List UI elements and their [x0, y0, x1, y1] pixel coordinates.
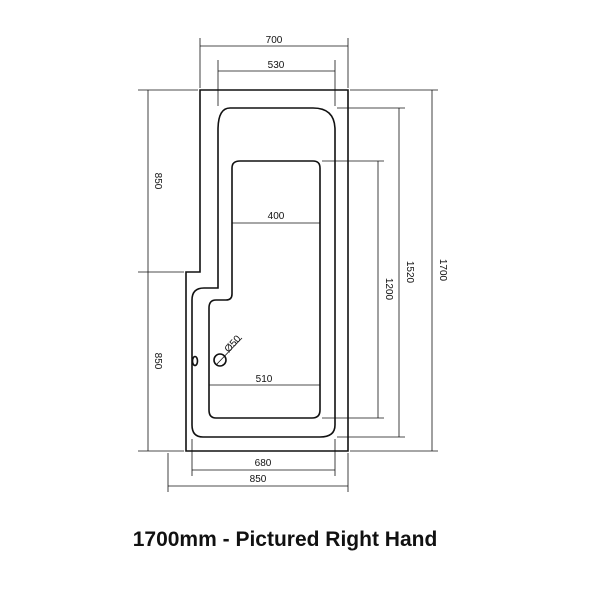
- overflow-hole: [191, 355, 199, 367]
- dim-top-outer: 700: [266, 35, 283, 46]
- dim-top-inner: 530: [268, 60, 285, 71]
- dim-inner-total-height: 1520: [404, 261, 415, 284]
- inner-basin: [208, 160, 321, 419]
- dim-inner-lower-width: 510: [256, 374, 273, 385]
- outer-basin: [191, 107, 336, 438]
- drawing-caption: 1700mm - Pictured Right Hand: [132, 528, 438, 551]
- dim-inner-upper-width: 400: [268, 211, 285, 222]
- dim-overall-height: 1700: [437, 259, 448, 282]
- waste-outlet: [213, 353, 227, 367]
- dim-inner-upper-height: 1200: [383, 278, 394, 301]
- dim-waste: Ø50: [223, 333, 244, 355]
- outer-rim: [185, 89, 349, 452]
- dim-left-upper: 850: [152, 173, 163, 190]
- dimension-lines: 700 530 850 850 400 510 Ø50 1200 1520 17…: [138, 35, 448, 492]
- dim-bottom-outer: 850: [250, 474, 267, 485]
- dim-bottom-inner: 680: [255, 458, 272, 469]
- bath-outline: [185, 89, 349, 452]
- dim-left-lower: 850: [152, 353, 163, 370]
